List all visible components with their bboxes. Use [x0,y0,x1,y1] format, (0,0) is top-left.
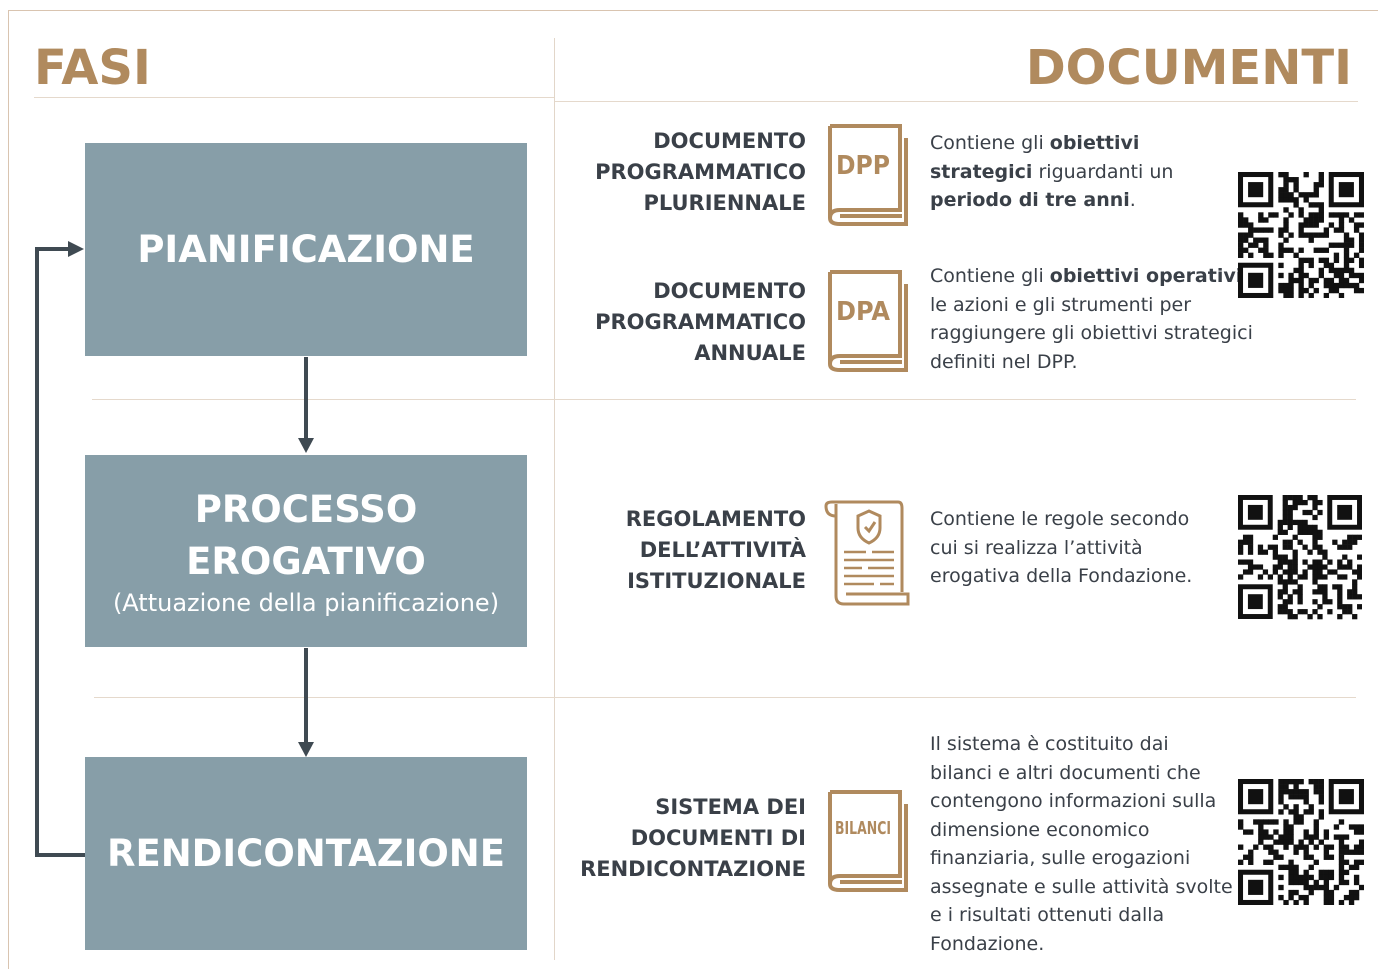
desc-text: riguardanti un [1032,160,1174,183]
doc-title-line: ANNUALE [694,341,806,365]
doc-title-rendicontazione: SISTEMA DEI DOCUMENTI DI RENDICONTAZIONE [580,792,806,885]
scroll-icon [824,500,910,606]
doc-title-line: DELL’ATTIVITÀ [639,538,806,562]
desc-text: , le azioni e gli strumenti per raggiung… [930,265,1253,373]
section-divider-1 [92,399,1356,400]
desc-text: Contiene le regole secondo cui si realiz… [930,508,1193,587]
header-rule-right [554,101,1358,102]
arrow-head-2 [298,742,314,757]
desc-text: Il sistema è costituito dai bilanci e al… [930,733,1233,955]
qr-code-icon[interactable] [1238,494,1362,620]
book-label: DPP [836,151,890,181]
doc-title-line: PROGRAMMATICO [595,160,806,184]
doc-title-dpp: DOCUMENTO PROGRAMMATICO PLURIENNALE [595,126,806,219]
phase-title: PIANIFICAZIONE [137,227,475,271]
desc-text: Contiene gli [930,265,1050,287]
phase-subtitle: (Attuazione della pianificazione) [112,589,500,617]
section-divider-2 [94,697,1356,698]
desc-bold-text: obiettivi operativi [1049,265,1243,287]
doc-title-line: RENDICONTAZIONE [580,857,806,881]
desc-text: Contiene gli [930,132,1050,154]
header-fasi: FASI [34,40,151,96]
book-icon: BILANCI [827,790,908,892]
frame-left-line [8,10,9,969]
feedback-loop-arrow [35,247,85,857]
doc-title-line: DOCUMENTO [653,129,806,153]
doc-title-line: DOCUMENTO [653,279,806,303]
column-divider [554,38,555,960]
phase-rendicontazione: RENDICONTAZIONE [85,757,527,950]
frame-top-line [8,10,1378,11]
doc-title-line: DOCUMENTI DI [630,826,806,850]
doc-description-dpa: Contiene gli obiettivi operativi, le azi… [930,262,1270,376]
arrow-head-loop [68,241,84,257]
doc-title-line: REGOLAMENTO [625,507,806,531]
doc-title-dpa: DOCUMENTO PROGRAMMATICO ANNUALE [595,276,806,369]
doc-description-rendicontazione: Il sistema è costituito dai bilanci e al… [930,730,1234,958]
doc-title-line: PLURIENNALE [643,191,806,215]
doc-title-line: SISTEMA DEI [655,795,806,819]
book-label: DPA [836,297,890,327]
header-rule-left [34,97,554,98]
doc-description-regolamento: Contiene le regole secondo cui si realiz… [930,505,1210,591]
phase-title: RENDICONTAZIONE [106,831,506,875]
doc-description-dpp: Contiene gli obiettivi strategici riguar… [930,129,1206,215]
flow-arrows [35,241,314,857]
qr-code-icon[interactable] [1238,172,1364,298]
doc-title-regolamento: REGOLAMENTO DELL’ATTIVITÀ ISTITUZIONALE [626,504,806,597]
arrow-head-1 [298,438,314,453]
desc-text: . [1129,189,1136,211]
book-icon: DPA [827,270,908,372]
phase-title-line1: PROCESSO [194,488,418,531]
desc-bold-text: obiettivi strategici [930,132,1140,183]
book-label: BILANCI [835,818,891,839]
doc-title-line: PROGRAMMATICO [595,310,806,334]
book-icon: DPP [827,124,908,226]
qr-code-icon[interactable] [1238,779,1364,905]
desc-bold-text: periodo di tre anni [930,189,1130,211]
header-documenti: DOCUMENTI [1025,40,1352,96]
phase-pianificazione: PIANIFICAZIONE [85,143,527,356]
doc-title-line: ISTITUZIONALE [627,569,806,593]
phase-title-line2: EROGATIVO [186,540,426,583]
phase-processo-erogativo: PROCESSO EROGATIVO (Attuazione della pia… [85,455,527,647]
